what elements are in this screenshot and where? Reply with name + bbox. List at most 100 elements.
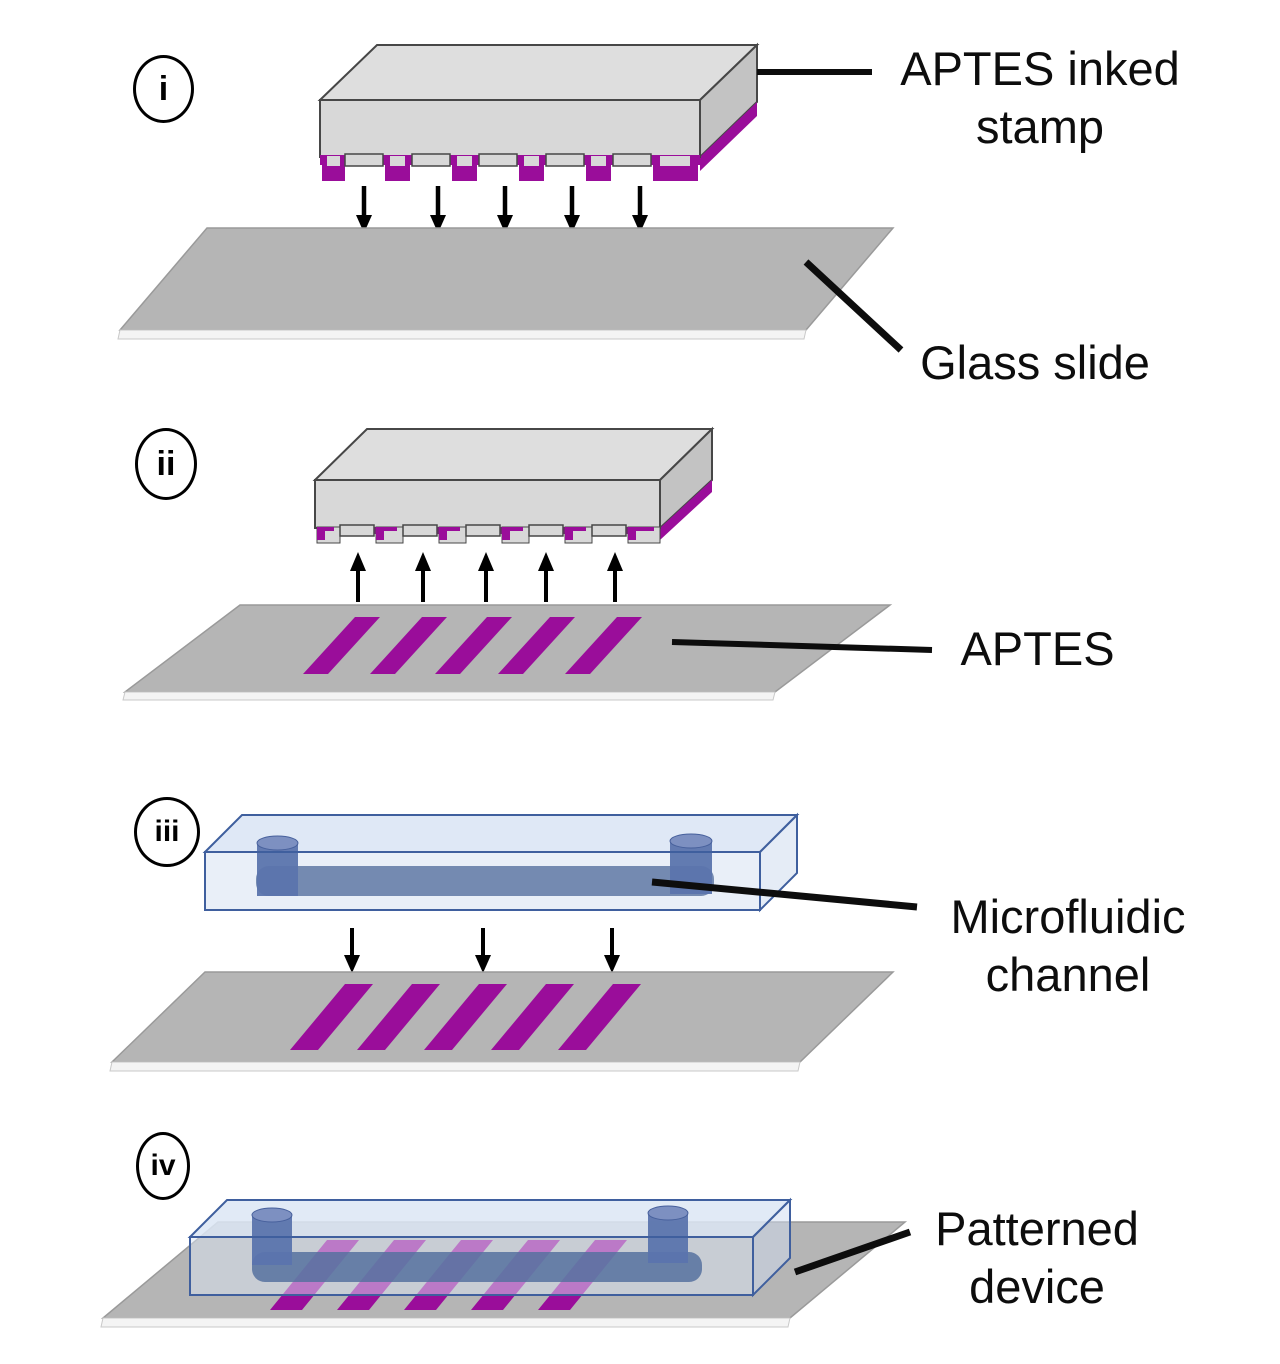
step1-numeral: i	[158, 69, 169, 108]
stamp-features	[339, 524, 627, 537]
aptes-stripe	[491, 984, 574, 1050]
pdms-right-face	[760, 815, 797, 910]
aptes-stripe	[435, 617, 512, 674]
ink-residue	[565, 527, 586, 540]
stamp-front-face	[314, 479, 661, 529]
step2-numeral-badge: ii	[135, 428, 197, 500]
label-patterned-device: Patterned device	[935, 1202, 1139, 1314]
stamp-feature	[612, 153, 652, 167]
tooth-recess	[457, 156, 472, 166]
aptes-stripe	[303, 617, 380, 674]
aptes-inked-stamp	[317, 42, 760, 181]
stamp-feature	[545, 153, 585, 167]
ink-residue	[439, 527, 460, 540]
inked-teeth	[322, 155, 698, 181]
patterned-glass-slide	[109, 971, 895, 1072]
tooth-recess	[390, 156, 405, 166]
port-top	[647, 1205, 689, 1221]
tooth-recess	[524, 156, 539, 166]
pdms-top-face	[190, 1200, 790, 1237]
depleted-teeth	[316, 526, 661, 544]
ink-residue	[502, 527, 523, 540]
aptes-stripes	[290, 984, 641, 1050]
stamp-feature	[465, 524, 501, 537]
up-arrow-icon	[538, 552, 554, 602]
place-down-arrows	[344, 928, 620, 973]
stamp-feature	[591, 524, 627, 537]
inlet-port	[256, 835, 299, 896]
stamp-top-face	[312, 428, 715, 481]
pdms-block	[202, 812, 800, 913]
patterned-glass-slide	[122, 604, 893, 701]
step1-inking-scene	[117, 42, 904, 353]
down-arrow-icon	[564, 186, 580, 233]
aptes-stripe	[498, 617, 575, 674]
tooth-recess	[591, 156, 606, 166]
leader-line-glass-slide	[803, 259, 904, 353]
leader-line-channel	[651, 878, 918, 911]
glass-slide	[117, 227, 895, 340]
tooth-recess	[327, 156, 340, 166]
stamp-feature	[344, 153, 384, 167]
port-body	[252, 1215, 292, 1265]
tooth-recess	[660, 156, 690, 166]
stamp-feature	[339, 524, 375, 537]
aptes-stripe	[370, 617, 447, 674]
step3-channel-placement-scene	[109, 812, 918, 1072]
label-microfluidic-channel: Microfluidic channel	[950, 890, 1186, 1002]
port-body	[257, 843, 298, 896]
step3-numeral-badge: iii	[134, 797, 200, 867]
stamp-after-printing	[312, 426, 715, 544]
stamp-feature	[478, 153, 518, 167]
label-aptes-inked-stamp: APTES inked stamp	[900, 42, 1180, 154]
down-arrow-icon	[475, 928, 491, 973]
up-arrow-icon	[478, 552, 494, 602]
aptes-stripe	[290, 984, 373, 1050]
port-top	[669, 833, 713, 849]
step4-numeral-badge: iv	[136, 1132, 190, 1200]
step1-numeral-badge: i	[133, 55, 194, 123]
lift-up-arrows	[350, 552, 623, 602]
stamp-feature	[411, 153, 451, 167]
leader-line-device	[793, 1228, 912, 1276]
ink-residue	[376, 527, 397, 540]
stamp-front-face	[319, 99, 701, 158]
aptes-stripe	[424, 984, 507, 1050]
ink-residue	[628, 527, 654, 540]
aptes-stripe	[357, 984, 440, 1050]
ink-band-right	[660, 480, 712, 540]
microfluidic-channel	[256, 866, 714, 896]
stamp-top-face	[317, 44, 760, 101]
up-arrow-icon	[350, 552, 366, 602]
pdms-top-face	[205, 815, 797, 852]
aptes-stripes	[303, 617, 642, 674]
down-arrow-icon	[632, 186, 648, 233]
slide-underside	[109, 1061, 801, 1072]
down-arrow-icon	[430, 186, 446, 233]
stamp-features	[344, 153, 652, 167]
down-arrow-icon	[497, 186, 513, 233]
down-arrow-icon	[356, 186, 372, 233]
leader-line-aptes	[671, 639, 933, 653]
step3-numeral: iii	[154, 815, 180, 848]
label-aptes: APTES	[960, 622, 1115, 675]
step4-numeral: iv	[150, 1149, 176, 1182]
outlet-port	[647, 1205, 689, 1263]
stamp-feature	[402, 524, 438, 537]
step2-numeral: ii	[156, 444, 176, 483]
pdms-block-bonded	[187, 1197, 793, 1298]
slide-top	[118, 227, 895, 331]
down-arrow-icon	[344, 928, 360, 973]
down-arrow-icon	[604, 928, 620, 973]
pdms-right-face	[753, 1200, 790, 1295]
ink-residue	[317, 527, 334, 540]
ink-band-right	[700, 102, 757, 171]
inlet-port	[251, 1207, 293, 1265]
slide-underside	[117, 329, 807, 340]
microfluidic-channel	[252, 1252, 702, 1282]
aptes-stripe	[558, 984, 641, 1050]
slide-underside	[100, 1317, 791, 1328]
stamp-feature	[528, 524, 564, 537]
